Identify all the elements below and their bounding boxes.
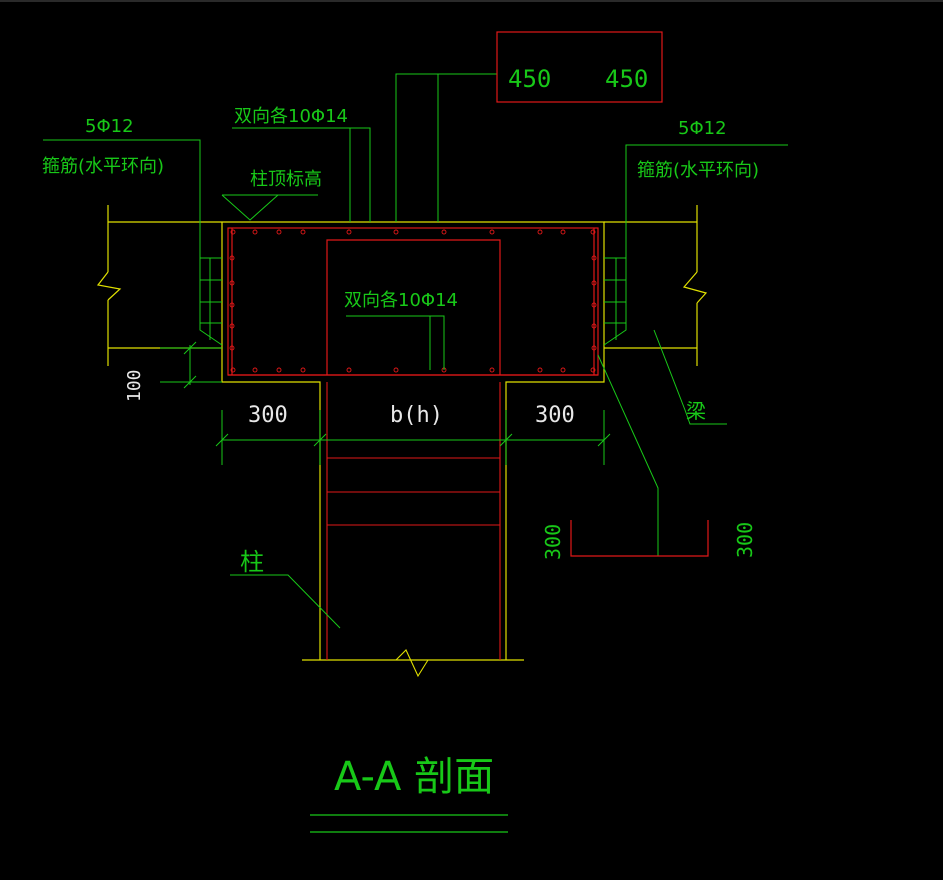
section-mark xyxy=(570,520,709,557)
top-dim-left-label: 450 xyxy=(508,65,551,93)
dim-line-bottom xyxy=(215,410,611,465)
leader-lines xyxy=(43,73,788,629)
beam-label: 梁 xyxy=(686,399,706,423)
inner-bidirectional-label: 双向各10Φ14 xyxy=(344,290,458,311)
dim-right-300-label: 300 xyxy=(535,403,575,428)
right-stirrup-desc: 箍筋(水平环向) xyxy=(637,160,759,181)
left-stirrup-qty: 5Φ12 xyxy=(85,116,134,137)
top-dim-right-label: 450 xyxy=(605,65,648,93)
title-underline xyxy=(310,814,508,833)
right-stirrup-ticks xyxy=(604,257,626,340)
top-bidirectional-label: 双向各10Φ14 xyxy=(234,106,348,127)
dim-line-100 xyxy=(160,341,222,389)
dim-100-label: 100 xyxy=(124,369,145,402)
column-body xyxy=(326,382,501,678)
rebar-cage xyxy=(227,227,599,376)
detail-dim-left-label: 300 xyxy=(541,524,565,560)
dim-center-label: b(h) xyxy=(390,403,443,428)
column-cap-outline xyxy=(221,221,605,661)
left-stirrup-ticks xyxy=(200,257,222,340)
column-label: 柱 xyxy=(240,548,264,576)
section-title: A-A 剖面 xyxy=(334,754,494,800)
dim-left-300-label: 300 xyxy=(248,403,288,428)
top-dim-box xyxy=(496,31,663,103)
right-beam xyxy=(604,205,708,366)
left-beam xyxy=(96,205,222,366)
column-top-elevation-label: 柱顶标高 xyxy=(250,169,322,190)
detail-dim-right-label: 300 xyxy=(733,522,757,558)
right-stirrup-qty: 5Φ12 xyxy=(678,118,727,139)
left-stirrup-desc: 箍筋(水平环向) xyxy=(42,156,164,177)
